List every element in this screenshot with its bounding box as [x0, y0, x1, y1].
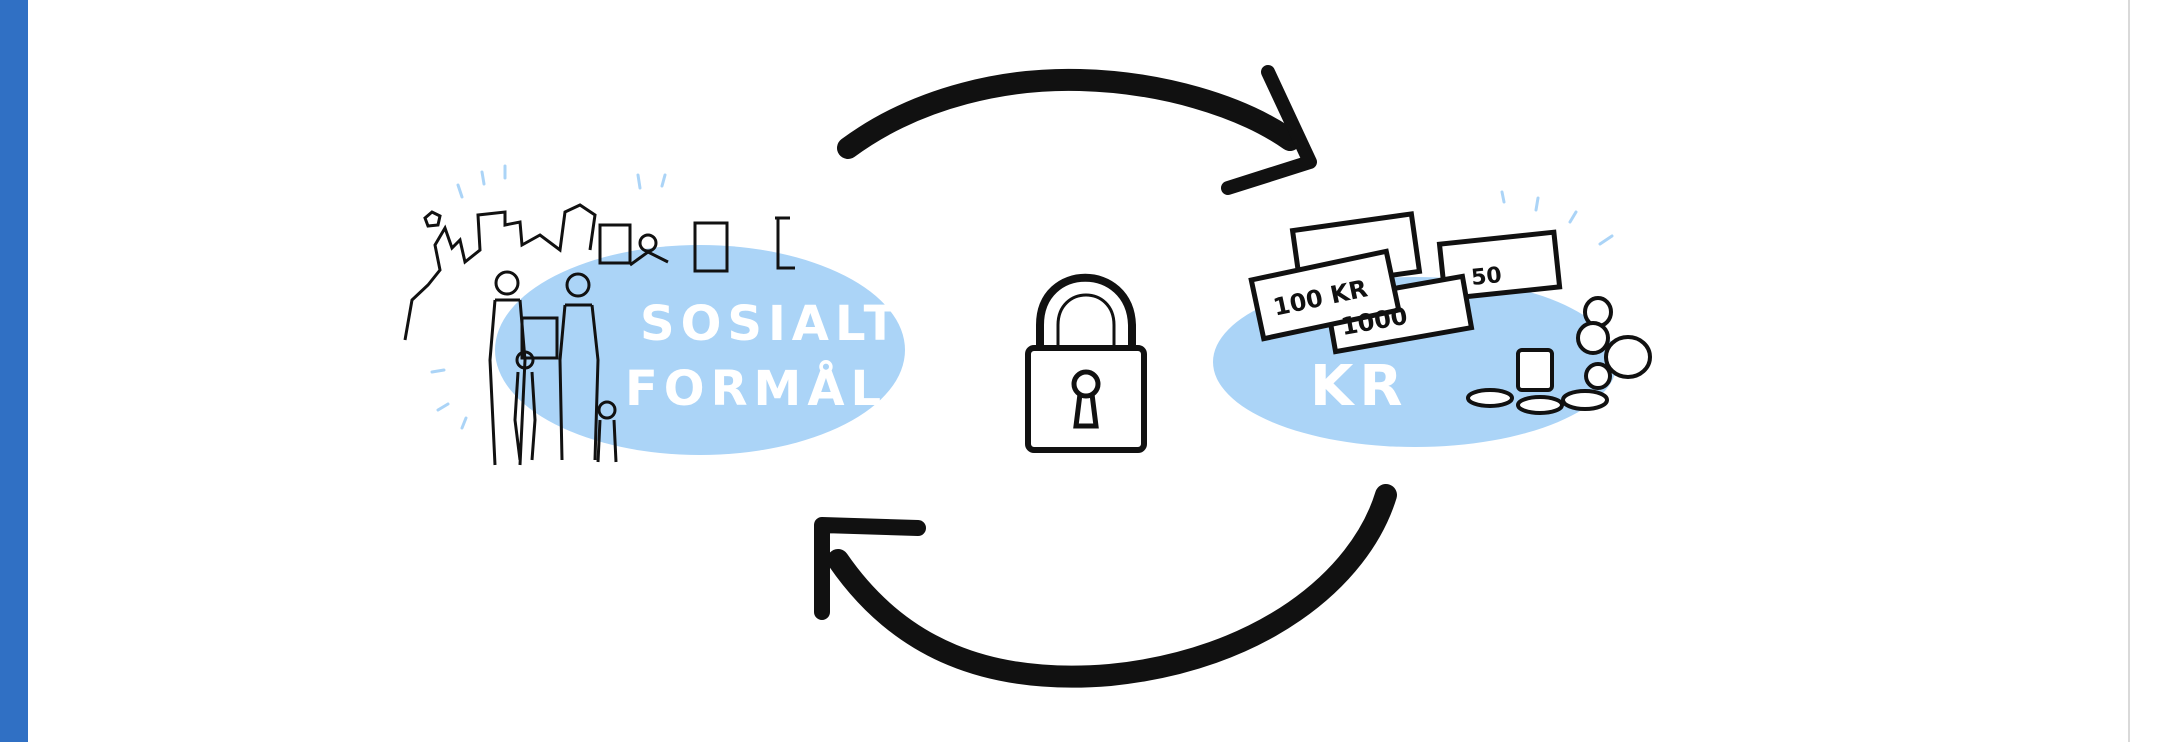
- left-cluster: SOSIALT FORMÅL: [403, 164, 905, 466]
- right-cluster: 100 KR 1000 50 KR: [1213, 190, 1652, 447]
- people-icon: [488, 270, 618, 466]
- city-skyline-icon: [403, 203, 795, 341]
- left-accent-bar: [0, 0, 28, 742]
- window-person-icon: [629, 233, 669, 267]
- coins-icon: [1466, 296, 1652, 415]
- banknotes-icon: [1248, 211, 1563, 355]
- spark-marks: [430, 164, 667, 430]
- left-label-line1: SOSIALT: [640, 296, 902, 352]
- right-label-kr: KR: [1310, 354, 1409, 419]
- left-label-line2: FORMÅL: [625, 360, 887, 417]
- spark-marks-right: [1270, 190, 1614, 396]
- banknote-50: 50: [1470, 263, 1503, 291]
- cycle-arrow-bottom: [814, 484, 1397, 688]
- right-divider: [2128, 0, 2130, 742]
- cycle-arrow-top: [837, 65, 1317, 195]
- padlock-icon: [1025, 273, 1147, 453]
